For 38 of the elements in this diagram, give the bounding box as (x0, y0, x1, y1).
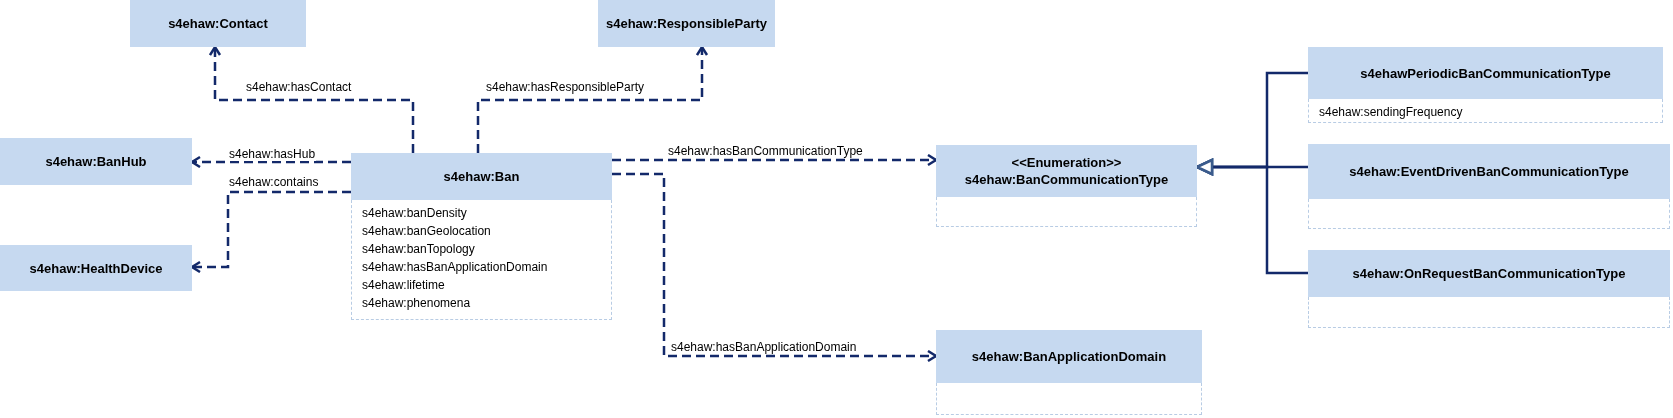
edge-label: s4ehaw:hasResponsibleParty (485, 80, 646, 94)
class-box (351, 153, 612, 320)
edge-label: s4ehaw:hasBanApplicationDomain (670, 340, 858, 354)
class-box (0, 245, 192, 291)
class-box (936, 330, 1202, 415)
class-name: s4ehawPeriodicBanCommunicationType (1360, 64, 1611, 82)
class-name: s4ehaw:BanHub (45, 153, 147, 170)
dashed-arrow (208, 45, 415, 153)
stereotype-label: <<Enumeration>> (1011, 154, 1122, 171)
class-box (1308, 144, 1670, 229)
dashed-arrow (476, 45, 709, 153)
edge-label: s4ehaw:contains (228, 175, 320, 189)
attribute-label: s4ehaw:banGeolocation (362, 223, 491, 240)
class-name: s4ehaw:Ban (443, 168, 520, 185)
class-name: s4ehaw:Contact (168, 15, 268, 32)
edge-label: s4ehaw:hasHub (228, 147, 317, 161)
class-box (1308, 47, 1663, 123)
class-name: s4ehaw:BanApplicationDomain (971, 348, 1167, 365)
dashed-arrow (612, 153, 938, 167)
attribute-label: s4ehaw:banDensity (362, 205, 467, 222)
class-box (598, 0, 775, 47)
class-box (1308, 250, 1670, 328)
edge-label: s4ehaw:hasContact (245, 80, 353, 94)
class-name: s4ehaw:HealthDevice (29, 259, 163, 277)
class-box (0, 138, 192, 185)
attribute-label: s4ehaw:sendingFrequency (1319, 104, 1463, 121)
class-box (130, 0, 306, 47)
class-name: s4ehaw:BanCommunicationType (964, 171, 1169, 188)
dashed-arrow (612, 172, 938, 363)
attribute-label: s4ehaw:lifetime (362, 277, 445, 294)
attribute-label: s4ehaw:banTopology (362, 241, 475, 258)
class-name: s4ehaw:EventDrivenBanCommunicationType (1349, 163, 1629, 180)
edge-label: s4ehaw:hasBanCommunicationType (667, 144, 864, 158)
attribute-label: s4ehaw:hasBanApplicationDomain (362, 259, 548, 276)
attribute-label: s4ehaw:phenomena (362, 295, 471, 312)
class-box (936, 145, 1197, 227)
class-name: s4ehaw:OnRequestBanCommunicationType (1352, 265, 1626, 282)
class-name: s4ehaw:ResponsibleParty (605, 15, 768, 32)
